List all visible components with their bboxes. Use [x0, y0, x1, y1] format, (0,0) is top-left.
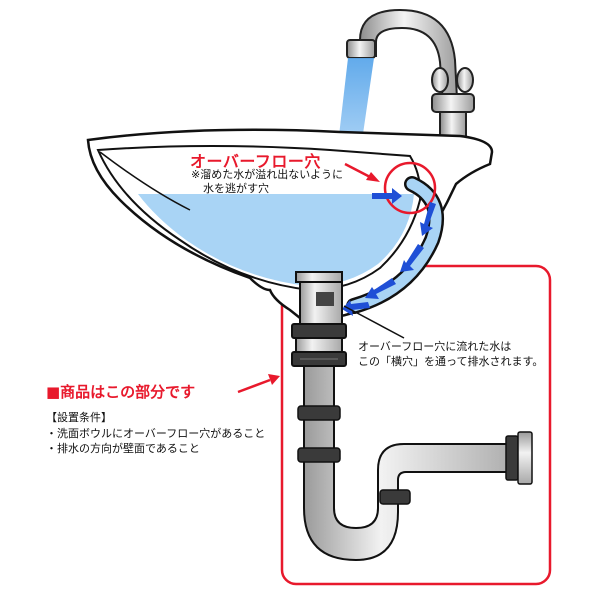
- drain-fitting: [291, 271, 347, 367]
- basin-water: [138, 194, 414, 286]
- product-title: ■商品はこの部分です: [46, 383, 196, 401]
- condition-item: ・排水の方向が壁面であること: [46, 442, 200, 455]
- side-hole-note-line1: オーバーフロー穴に流れた水は: [358, 340, 512, 353]
- p-trap-pipe: [297, 365, 533, 562]
- overflow-note-line1: ※溜めた水が溢れ出ないように: [191, 168, 343, 181]
- flow-arrows-icon: [342, 188, 436, 316]
- conditions-title: 【設置条件】: [46, 411, 112, 424]
- overflow-hole-title: オーバーフロー穴: [190, 152, 321, 171]
- condition-item: ・洗面ボウルにオーバーフロー穴があること: [46, 427, 266, 440]
- overflow-note-line2: 水を逃がす穴: [203, 182, 269, 195]
- overflow-hole-marker: [383, 161, 437, 215]
- side-hole-note-line2: この「横穴」を通って排水されます。: [358, 355, 544, 368]
- side-hole-marker: [316, 292, 334, 306]
